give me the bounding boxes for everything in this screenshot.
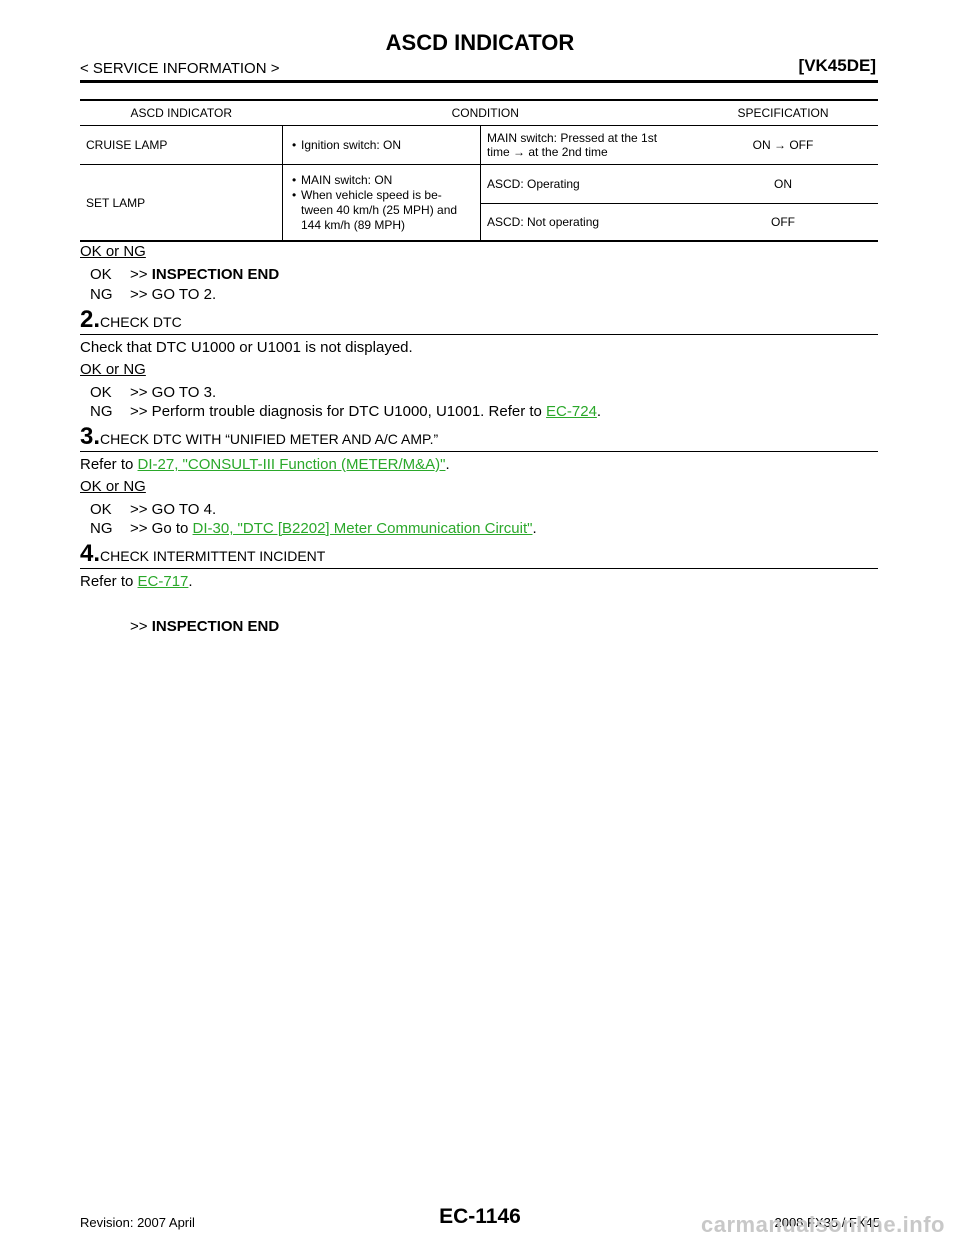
- period: .: [596, 403, 602, 420]
- set-lamp-name: SET LAMP: [80, 164, 283, 242]
- link-di-27[interactable]: DI-27, "CONSULT-III Function (METER/M&A)…: [137, 456, 446, 473]
- cruise-sub-line1: MAIN switch: Pressed at the 1st: [487, 131, 658, 145]
- refer-text: Refer to: [80, 456, 138, 473]
- set-lamp-spec-2: OFF: [688, 203, 878, 242]
- ng-key: NG: [90, 520, 113, 537]
- header-rule: [80, 80, 878, 83]
- table-row-cruise-lamp: CRUISE LAMP Ignition switch: ON MAIN swi…: [80, 125, 878, 165]
- final-inspection-end: INSPECTION END: [151, 618, 280, 635]
- cruise-lamp-condition: Ignition switch: ON: [282, 125, 481, 165]
- step-3-refer: Refer to DI-27, "CONSULT-III Function (M…: [80, 456, 450, 473]
- ok-ng-heading-2: OK or NG: [80, 361, 146, 378]
- step-3-title: CHECK DTC WITH “UNIFIED METER AND A/C AM…: [100, 431, 439, 447]
- ok-inspection-end: INSPECTION END: [151, 266, 280, 283]
- ok-goto-3: >> GO TO 3.: [130, 384, 217, 401]
- final-prefix: >>: [130, 618, 152, 635]
- ng-key: NG: [90, 286, 113, 303]
- step-3-ng-row: NG >> Go to DI-30, "DTC [B2202] Meter Co…: [0, 520, 960, 540]
- set-condition-line2: tween 40 km/h (25 MPH) and: [301, 202, 458, 217]
- ok-ng-heading-3: OK or NG: [80, 478, 146, 495]
- ok-prefix: >>: [130, 266, 152, 283]
- period: .: [532, 520, 537, 537]
- step-2-heading: 2.CHECK DTC: [80, 306, 182, 334]
- set-lamp-sub-2: ASCD: Not operating: [480, 203, 688, 242]
- table-header-row: ASCD INDICATOR CONDITION SPECIFICATION: [80, 99, 878, 126]
- cruise-condition-item: Ignition switch: ON: [292, 138, 474, 153]
- link-ec-724[interactable]: EC-724: [546, 403, 597, 420]
- section-label: < SERVICE INFORMATION >: [80, 60, 280, 77]
- set-lamp-condition: MAIN switch: ON When vehicle speed is be…: [282, 164, 481, 242]
- page-number: EC-1146: [439, 1205, 521, 1228]
- cruise-lamp-name: CRUISE LAMP: [80, 125, 283, 165]
- set-condition-item-2: When vehicle speed is be- tween 40 km/h …: [292, 187, 474, 233]
- step-2-ok-row: OK >> GO TO 3.: [0, 384, 960, 404]
- page-title: ASCD INDICATOR: [385, 30, 575, 55]
- cruise-sub-line2: time → at the 2nd time: [487, 145, 608, 159]
- ok-key: OK: [90, 266, 112, 283]
- ng-goto-2: >> GO TO 2.: [130, 286, 217, 303]
- step-2-number: 2.: [80, 306, 101, 333]
- cruise-lamp-subcondition: MAIN switch: Pressed at the 1st time → a…: [480, 125, 688, 165]
- step-4-rule: [80, 568, 878, 569]
- table-row-set-lamp: SET LAMP MAIN switch: ON When vehicle sp…: [80, 164, 878, 242]
- set-lamp-sub-1: ASCD: Operating: [480, 164, 688, 204]
- model-name: 2008 FX35 / FX45: [774, 1215, 880, 1230]
- step-4-refer: Refer to EC-717.: [80, 573, 193, 590]
- watermark: carmanualsonline.info: [701, 1212, 945, 1237]
- ng-key: NG: [90, 403, 113, 420]
- ok-key: OK: [90, 384, 112, 401]
- step-4-title: CHECK INTERMITTENT INCIDENT: [100, 548, 326, 564]
- ng-text: >> Go to: [130, 520, 193, 537]
- engine-code: [VK45DE]: [798, 56, 876, 75]
- result-1-ng-row: NG >> GO TO 2.: [0, 286, 960, 306]
- result-1-ok-row: OK >> INSPECTION END: [0, 266, 960, 286]
- ng-text: >> Perform trouble diagnosis for DTC U10…: [130, 403, 547, 420]
- step-2-title: CHECK DTC: [100, 314, 182, 330]
- step-3-rule: [80, 451, 878, 452]
- revision-date: Revision: 2007 April: [80, 1215, 195, 1230]
- ok-key: OK: [90, 501, 112, 518]
- period: .: [445, 456, 450, 473]
- period: .: [188, 573, 193, 590]
- table-header-specification: SPECIFICATION: [688, 99, 878, 126]
- step-2-ng-row: NG >> Perform trouble diagnosis for DTC …: [0, 403, 960, 423]
- set-condition-line1: When vehicle speed is be-: [301, 187, 442, 202]
- table-header-condition: CONDITION: [282, 99, 688, 126]
- step-4-number: 4.: [80, 540, 101, 567]
- step-3-ok-row: OK >> GO TO 4.: [0, 501, 960, 521]
- table-row-set-lamp-2: ASCD: Not operating OFF: [80, 203, 878, 242]
- table-header-indicator: ASCD INDICATOR: [80, 99, 283, 126]
- step-2-body: Check that DTC U1000 or U1001 is not dis…: [80, 339, 413, 356]
- set-condition-item-1: MAIN switch: ON: [292, 173, 474, 188]
- refer-text: Refer to: [80, 573, 138, 590]
- step-2-rule: [80, 334, 878, 335]
- link-ec-717[interactable]: EC-717: [137, 573, 189, 590]
- cruise-lamp-spec: ON → OFF: [688, 125, 878, 165]
- step-4-final-row: >> INSPECTION END: [0, 618, 960, 638]
- link-di-30[interactable]: DI-30, "DTC [B2202] Meter Communication …: [192, 520, 533, 537]
- indicator-spec-table: ASCD INDICATOR CONDITION SPECIFICATION C…: [80, 99, 878, 242]
- set-lamp-spec-1: ON: [688, 164, 878, 204]
- ok-ng-heading-1: OK or NG: [80, 243, 146, 260]
- step-3-number: 3.: [80, 423, 101, 450]
- set-condition-line3: 144 km/h (89 MPH): [301, 217, 406, 232]
- step-3-heading: 3.CHECK DTC WITH “UNIFIED METER AND A/C …: [80, 423, 438, 451]
- step-4-heading: 4.CHECK INTERMITTENT INCIDENT: [80, 540, 325, 568]
- ok-goto-4: >> GO TO 4.: [130, 501, 217, 518]
